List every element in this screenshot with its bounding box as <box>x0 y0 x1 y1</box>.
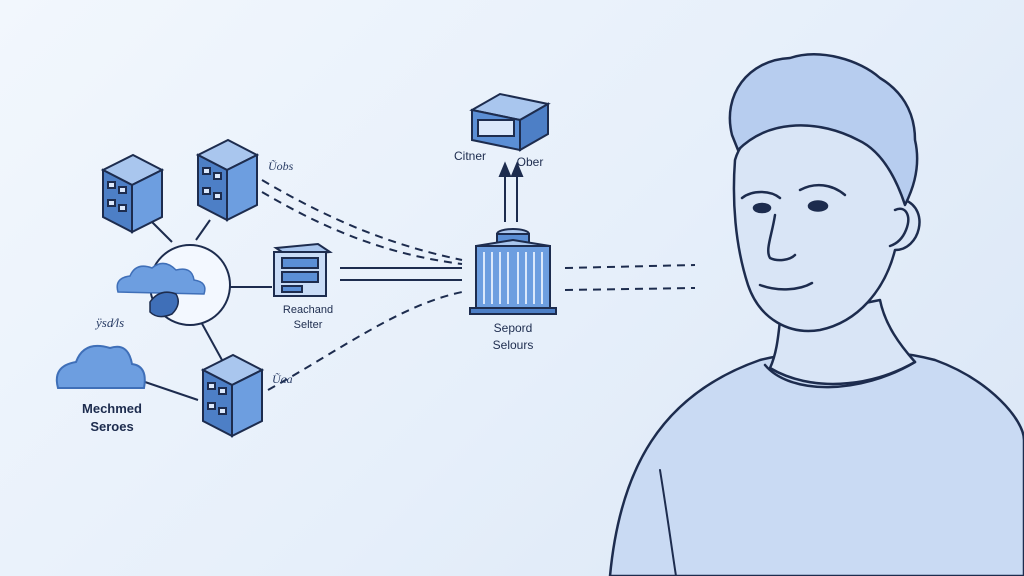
label-reachand-1: Reachand <box>283 304 333 316</box>
link-cloud-server3 <box>144 381 199 401</box>
label-reachand-2: Selter <box>294 319 323 331</box>
client-box-icon <box>469 92 551 152</box>
person-illustration <box>608 53 1024 576</box>
hand-tool-icon <box>149 291 179 318</box>
right-eye <box>807 200 829 212</box>
dashed-link-top-b <box>261 191 463 265</box>
server-rack-icon <box>100 153 165 234</box>
cloud-icon <box>55 344 146 389</box>
dashed-link-bottom <box>267 291 463 391</box>
diagram-labels: Mechmed Seroes Reachand Selter Sepord Se… <box>82 149 543 434</box>
cloud-icon <box>116 262 206 295</box>
arrow-head-right <box>510 161 524 177</box>
dashed-link-right-a <box>564 264 696 269</box>
dashed-link-top-a <box>261 179 463 261</box>
label-mesh-servers-2: Seroes <box>90 419 133 434</box>
label-mesh-servers-1: Mechmed <box>82 401 142 416</box>
server-rack-icon <box>195 138 260 222</box>
label-central-2: Selours <box>493 338 534 352</box>
arrow-head-left <box>498 161 512 177</box>
annotation-left: ÿsd⁄ls <box>94 315 124 330</box>
annotation-top: Ũobs <box>268 159 294 173</box>
left-eye <box>752 202 772 214</box>
right-eyebrow <box>798 183 847 197</box>
hub-node <box>116 244 231 326</box>
ear <box>888 207 910 248</box>
storage-box-icon <box>273 242 333 297</box>
link-hub-server3 <box>199 319 223 361</box>
left-eyebrow <box>740 190 782 200</box>
connection-lines <box>144 219 462 401</box>
annotation-bottom: Ũaa <box>272 372 293 386</box>
link-server2-hub <box>195 219 211 241</box>
label-central-1: Sepord <box>494 321 533 335</box>
label-client-left: Citner <box>454 149 486 163</box>
datacenter-tower-icon <box>469 228 557 315</box>
mouth <box>758 281 814 291</box>
server-rack-icon <box>200 353 265 438</box>
dashed-links <box>261 179 696 391</box>
nose <box>767 213 797 262</box>
hair <box>728 53 919 207</box>
label-client-right: Ober <box>517 155 544 169</box>
shirt-fold <box>659 469 677 576</box>
upward-arrows <box>498 161 524 222</box>
link-server1-hub <box>149 219 173 243</box>
dashed-link-right-b <box>564 287 696 291</box>
